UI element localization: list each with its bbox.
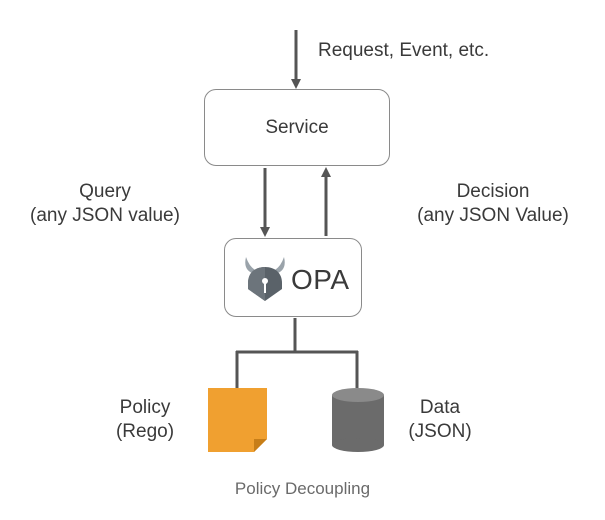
- query-label-title: Query: [79, 181, 131, 202]
- diagram-caption: Policy Decoupling: [234, 479, 371, 498]
- data-label-title: Data: [419, 397, 461, 418]
- service-box: Service: [204, 89, 390, 166]
- policy-document-icon: [208, 388, 267, 452]
- database-icon: [332, 388, 384, 452]
- request-label: Request, Event, etc.: [318, 40, 490, 61]
- policy-label-title: Policy: [119, 397, 171, 418]
- decision-label-subtitle: (any JSON Value): [417, 205, 569, 226]
- data-label-subtitle: (JSON): [408, 421, 472, 442]
- data-label: Data (JSON): [395, 396, 485, 444]
- decision-label-title: Decision: [456, 181, 530, 202]
- query-label-subtitle: (any JSON value): [30, 205, 180, 226]
- opa-label: OPA: [291, 264, 350, 295]
- decision-label: Decision (any JSON Value): [398, 180, 588, 228]
- opa-box: OPA: [224, 238, 362, 317]
- service-label: Service: [265, 117, 329, 138]
- policy-label: Policy (Rego): [100, 396, 190, 444]
- opa-logo-icon: [245, 257, 285, 301]
- query-label: Query (any JSON value): [15, 180, 195, 228]
- policy-label-subtitle: (Rego): [115, 421, 175, 442]
